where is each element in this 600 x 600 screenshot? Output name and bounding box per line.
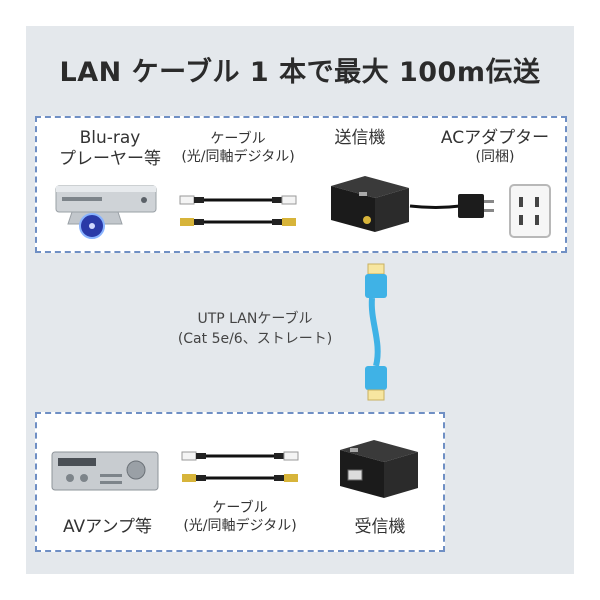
source-devices-box: [35, 116, 567, 253]
bottom-cable-label: ケーブル (光/同軸デジタル): [183, 500, 297, 534]
lan-cable-caption: UTP LANケーブル (Cat 5e/6、ストレート): [177, 311, 333, 348]
adapter-label: ACアダプター (同梱): [440, 128, 550, 166]
ac-adapter-icon: [409, 194, 494, 218]
receiver-label: 受信機: [354, 517, 406, 537]
bluray-player-icon: [55, 185, 157, 239]
av-amplifier-icon: [51, 451, 159, 491]
page-title: LAN ケーブル 1 本で最大 100m伝送: [59, 57, 541, 88]
lan-cable-icon: [365, 263, 387, 401]
player-label: Blu-ray プレーヤー等: [59, 128, 161, 170]
receiver-box-icon: [340, 440, 418, 498]
amp-label: AVアンプ等: [63, 517, 152, 537]
wall-outlet-icon: [509, 184, 551, 238]
transmitter-box-icon: [331, 176, 409, 232]
top-cable-label: ケーブル (光/同軸デジタル): [181, 131, 295, 165]
top-optical-cable-icon: [179, 195, 297, 226]
transmitter-label: 送信機: [334, 128, 386, 148]
bottom-optical-cable-icon: [181, 451, 299, 482]
